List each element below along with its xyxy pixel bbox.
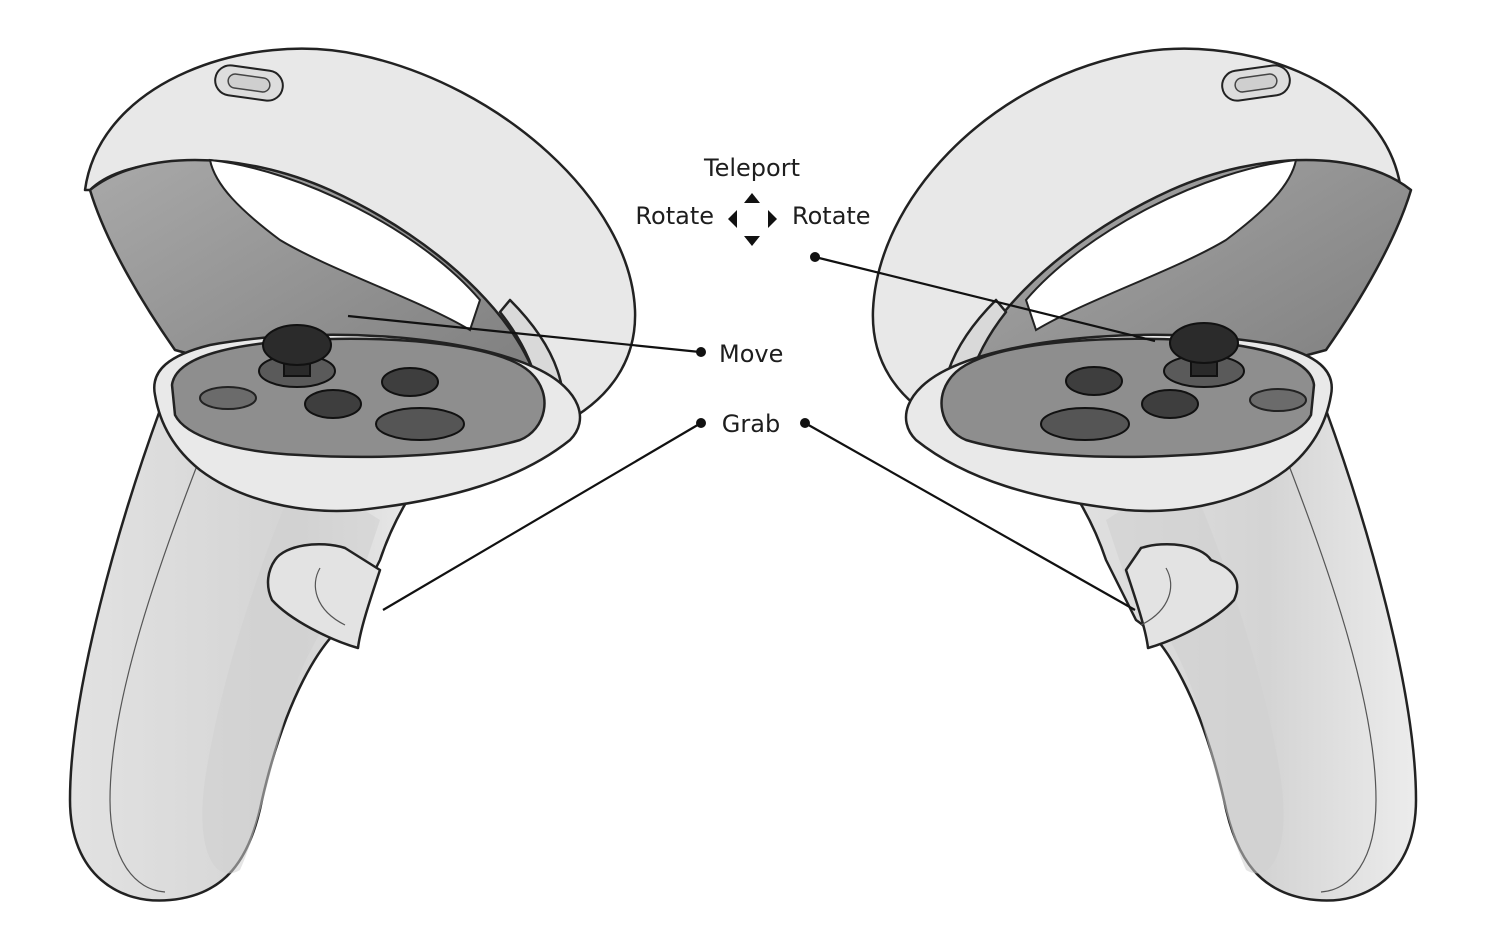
grab-left-leader [382, 422, 702, 611]
left-thumbstick-icon[interactable] [262, 324, 332, 366]
label-rotate-left: Rotate [635, 202, 714, 230]
label-rotate-right: Rotate [792, 202, 871, 230]
right-ring-opening [1024, 158, 1298, 332]
right-b-button[interactable] [1065, 366, 1123, 396]
grab-left-dot [696, 418, 706, 428]
right-a-button[interactable] [1141, 389, 1199, 419]
arrow-down-icon [744, 236, 760, 246]
leader-lines [347, 252, 1156, 611]
right-sensor-slot-inner [1234, 73, 1278, 93]
direction-arrows [728, 193, 777, 246]
right-oculus-button[interactable] [1249, 388, 1307, 412]
right-trigger-contour [1140, 567, 1172, 626]
left-ring-opening [208, 158, 482, 332]
grab-right-dot [800, 418, 810, 428]
left-grip-trigger[interactable] [266, 542, 382, 650]
right-grip-trigger[interactable] [1124, 542, 1239, 650]
left-sensor-slot-inner [227, 73, 271, 93]
right-controller [871, 47, 1418, 902]
grab-right-leader [804, 422, 1136, 611]
label-grab: Grab [722, 410, 780, 438]
left-controller [68, 47, 637, 902]
teleport-dot [810, 252, 820, 262]
left-menu-button[interactable] [199, 386, 257, 410]
right-grip-contour [1280, 444, 1377, 893]
label-move: Move [719, 340, 783, 368]
move-leader [347, 314, 701, 354]
label-teleport: Teleport [703, 154, 800, 182]
left-y-button[interactable] [381, 367, 439, 397]
left-trigger-contour [314, 567, 346, 626]
left-large-pad[interactable] [375, 407, 465, 441]
move-dot [696, 347, 706, 357]
left-x-button[interactable] [304, 389, 362, 419]
arrow-left-icon [728, 210, 737, 228]
right-thumbstick-icon[interactable] [1169, 322, 1239, 364]
left-grip-contour [109, 444, 206, 893]
arrow-up-icon [744, 193, 760, 203]
teleport-leader [814, 255, 1156, 343]
right-large-pad[interactable] [1040, 407, 1130, 441]
arrow-right-icon [768, 210, 777, 228]
